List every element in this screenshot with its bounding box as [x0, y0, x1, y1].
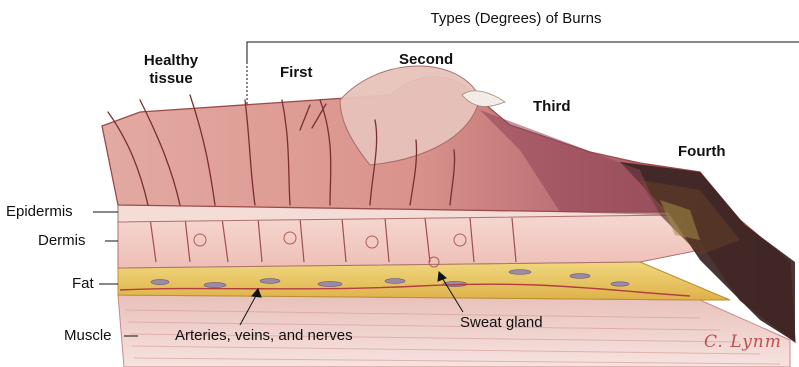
- diagram-heading: Types (Degrees) of Burns: [386, 10, 646, 28]
- zone-label-healthy: Healthy tissue: [128, 52, 214, 88]
- artist-signature: C. Lynm: [704, 332, 782, 352]
- zone-label-fourth: Fourth: [678, 143, 725, 161]
- layer-label-fat: Fat: [72, 275, 94, 293]
- zone-label-second: Second: [399, 51, 453, 69]
- callout-vessels: Arteries, veins, and nerves: [175, 327, 353, 345]
- layer-label-epidermis: Epidermis: [6, 203, 73, 221]
- layer-label-muscle: Muscle: [64, 327, 112, 345]
- layer-label-dermis: Dermis: [38, 232, 86, 250]
- heading-bracket: [247, 42, 799, 104]
- zone-label-first: First: [280, 64, 313, 82]
- fat-layer: [118, 262, 730, 300]
- callout-sweat-gland: Sweat gland: [460, 314, 543, 332]
- zone-label-third: Third: [533, 98, 571, 116]
